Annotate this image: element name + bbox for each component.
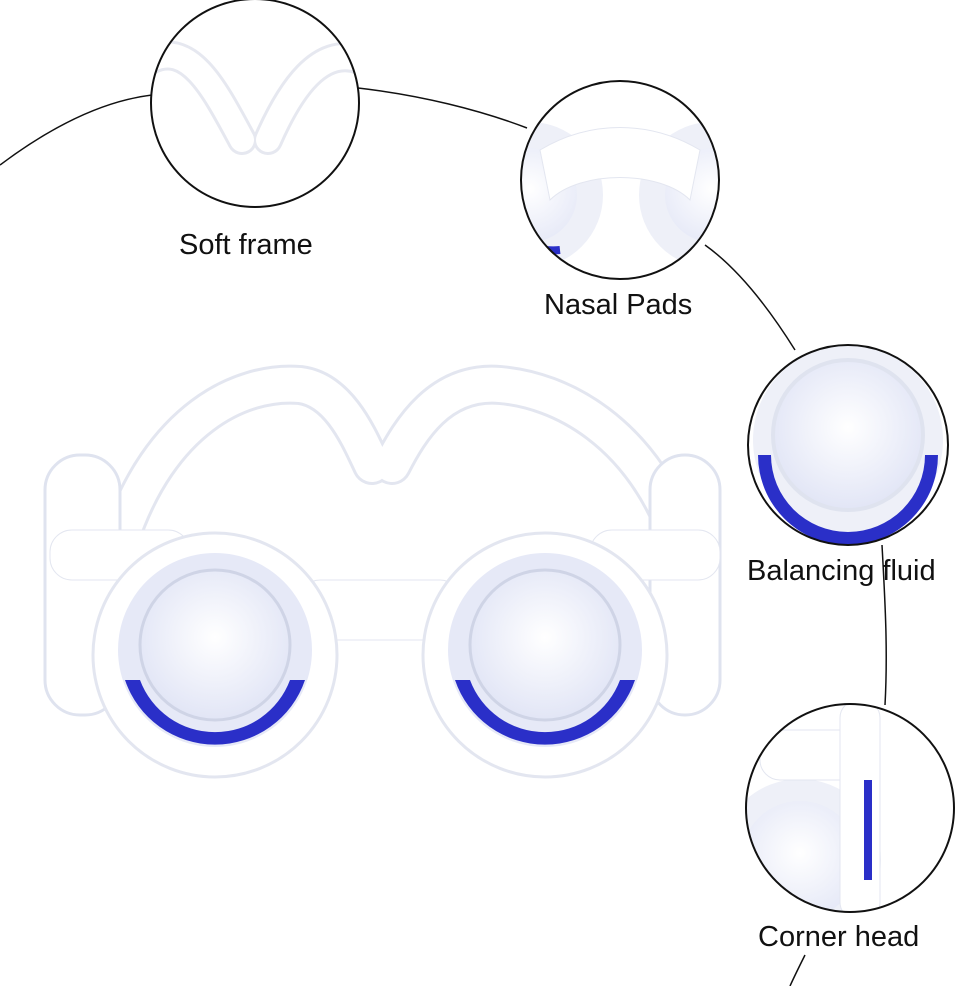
glasses-product xyxy=(43,364,722,779)
callout-label-corner-head: Corner head xyxy=(758,921,920,953)
callout-circle-corner-head xyxy=(746,704,881,912)
callout-circle-balancing-fluid xyxy=(753,345,943,545)
connector-line xyxy=(0,87,887,986)
callout-label-balancing-fluid: Balancing fluid xyxy=(747,555,936,587)
callout-circle-soft-frame xyxy=(151,40,359,155)
callout-label-nasal-pads: Nasal Pads xyxy=(544,289,693,321)
callout-circle-nasal-pads xyxy=(521,122,719,268)
callout-label-soft-frame: Soft frame xyxy=(179,229,313,261)
